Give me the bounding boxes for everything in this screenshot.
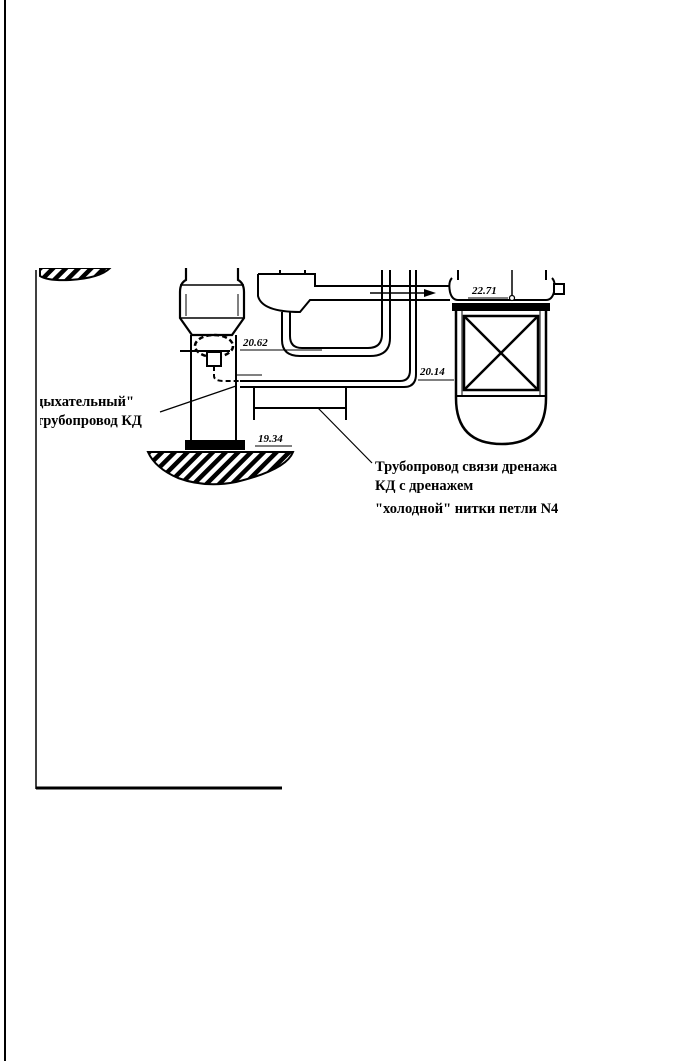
elevation-2014-label: 20.14	[419, 366, 445, 378]
hatched-fragment-top-left	[39, 268, 112, 282]
drain-pipe-dashed	[213, 366, 260, 382]
drain-line-horizontal	[240, 270, 411, 382]
connecting-header	[257, 270, 450, 314]
breathing-pipe-label-line2: трубопровод КД	[40, 413, 142, 429]
drain-connection-label-line3: "холодной" нитки петли N4	[375, 501, 559, 517]
drain-line-horizontal-inner	[240, 270, 417, 388]
drain-connection-label-line1: Трубопровод связи дренажа	[375, 459, 558, 475]
dashed-ring	[193, 333, 235, 359]
pressurizer-vessel	[178, 268, 246, 440]
foundation-plate	[185, 440, 245, 450]
drain-connection-label-line2: КД с дренажем	[375, 478, 474, 494]
breathing-pipe-label: дыхательный" трубопровод КД	[40, 393, 158, 431]
u-loop-pipe-inner	[289, 270, 383, 349]
foundation-hatched	[146, 451, 295, 486]
valve-body	[206, 351, 222, 367]
elevation-2271-label: 22.71	[471, 285, 497, 297]
drain-connection-label: Трубопровод связи дренажа КД с дренажем …	[375, 458, 558, 519]
bubbler-tank	[448, 270, 565, 446]
u-loop-pipe	[281, 270, 391, 357]
elevation-2062-label: 20.62	[242, 337, 268, 349]
leader-breathing-line	[159, 385, 237, 413]
page-edge-line	[4, 0, 6, 1061]
breathing-pipe-label-line1: дыхательный"	[40, 394, 135, 410]
elevation-1934-label: 19.34	[258, 433, 283, 445]
leader-drain-line	[317, 407, 373, 464]
